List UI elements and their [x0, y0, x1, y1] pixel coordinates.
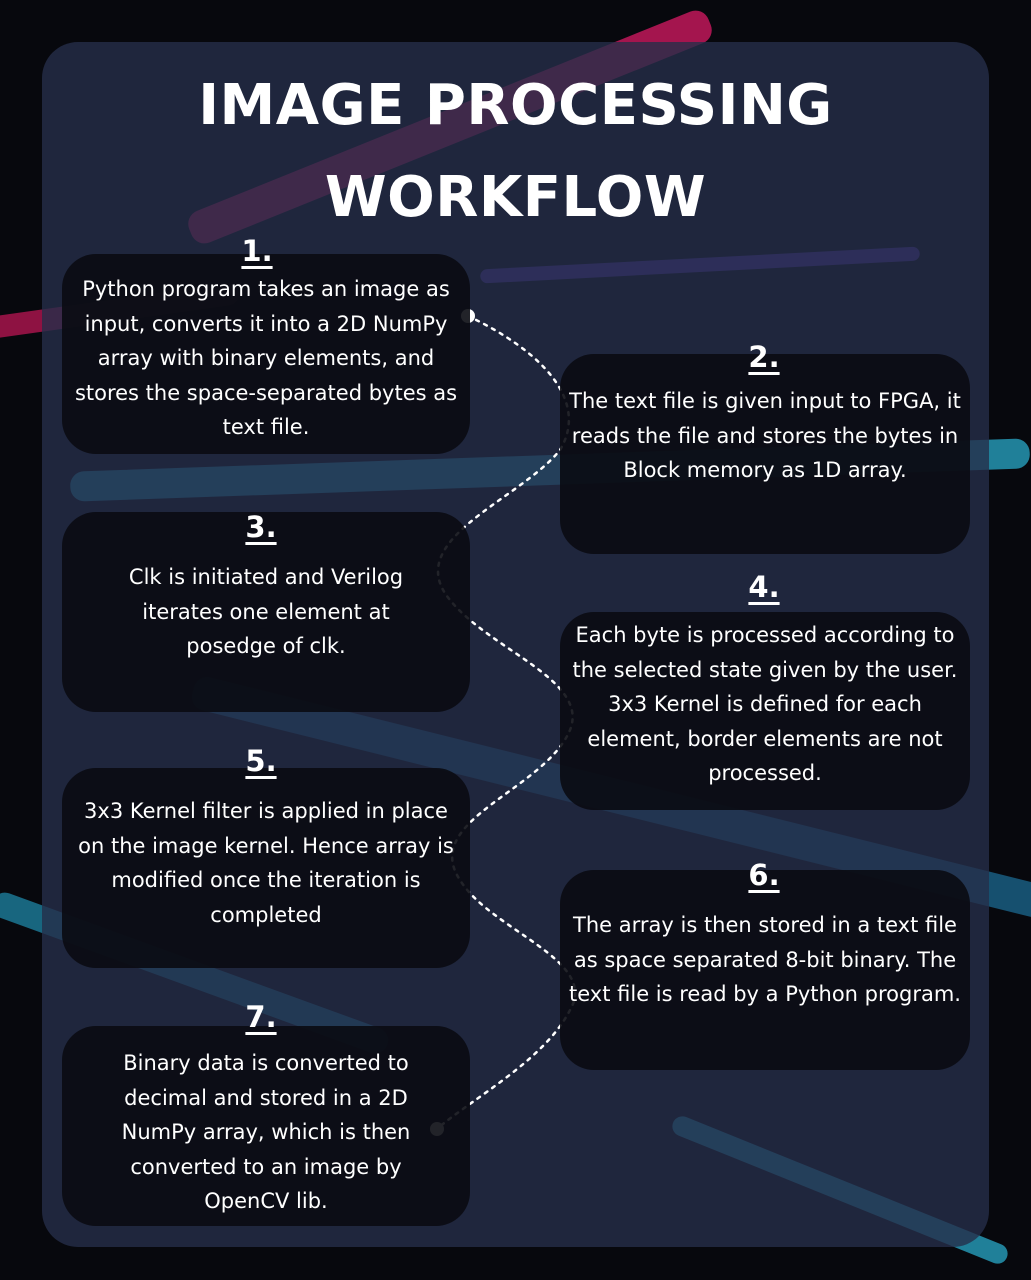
- step-3-text: Clk is initiated and Verilog iterates on…: [128, 565, 404, 658]
- page-title: IMAGE PROCESSING WORKFLOW: [0, 60, 1031, 244]
- step-1-text: Python program takes an image as input, …: [74, 277, 458, 439]
- title-line-1: IMAGE PROCESSING: [198, 73, 833, 138]
- step-4-text: Each byte is processed according to the …: [572, 623, 958, 785]
- step-5-number: 5.: [245, 744, 277, 778]
- step-1-number: 1.: [241, 234, 273, 268]
- step-5-text: 3x3 Kernel filter is applied in place on…: [78, 799, 454, 927]
- step-7-text: Binary data is converted to decimal and …: [121, 1051, 411, 1213]
- step-7-number: 7.: [245, 1000, 277, 1034]
- step-3-number: 3.: [245, 510, 277, 544]
- step-7-box: Binary data is converted to decimal and …: [62, 1026, 470, 1226]
- step-6-number: 6.: [748, 858, 780, 892]
- step-6-box: The array is then stored in a text file …: [560, 870, 970, 1070]
- step-2-box: The text file is given input to FPGA, it…: [560, 354, 970, 554]
- step-2-text: The text file is given input to FPGA, it…: [569, 389, 961, 482]
- step-4-box: Each byte is processed according to the …: [560, 612, 970, 810]
- step-6-text: The array is then stored in a text file …: [569, 913, 961, 1006]
- step-2-number: 2.: [748, 340, 780, 374]
- step-5-box: 3x3 Kernel filter is applied in place on…: [62, 768, 470, 968]
- step-1-box: Python program takes an image as input, …: [62, 254, 470, 454]
- step-3-box: Clk is initiated and Verilog iterates on…: [62, 512, 470, 712]
- title-line-2: WORKFLOW: [324, 165, 707, 230]
- step-4-number: 4.: [748, 570, 780, 604]
